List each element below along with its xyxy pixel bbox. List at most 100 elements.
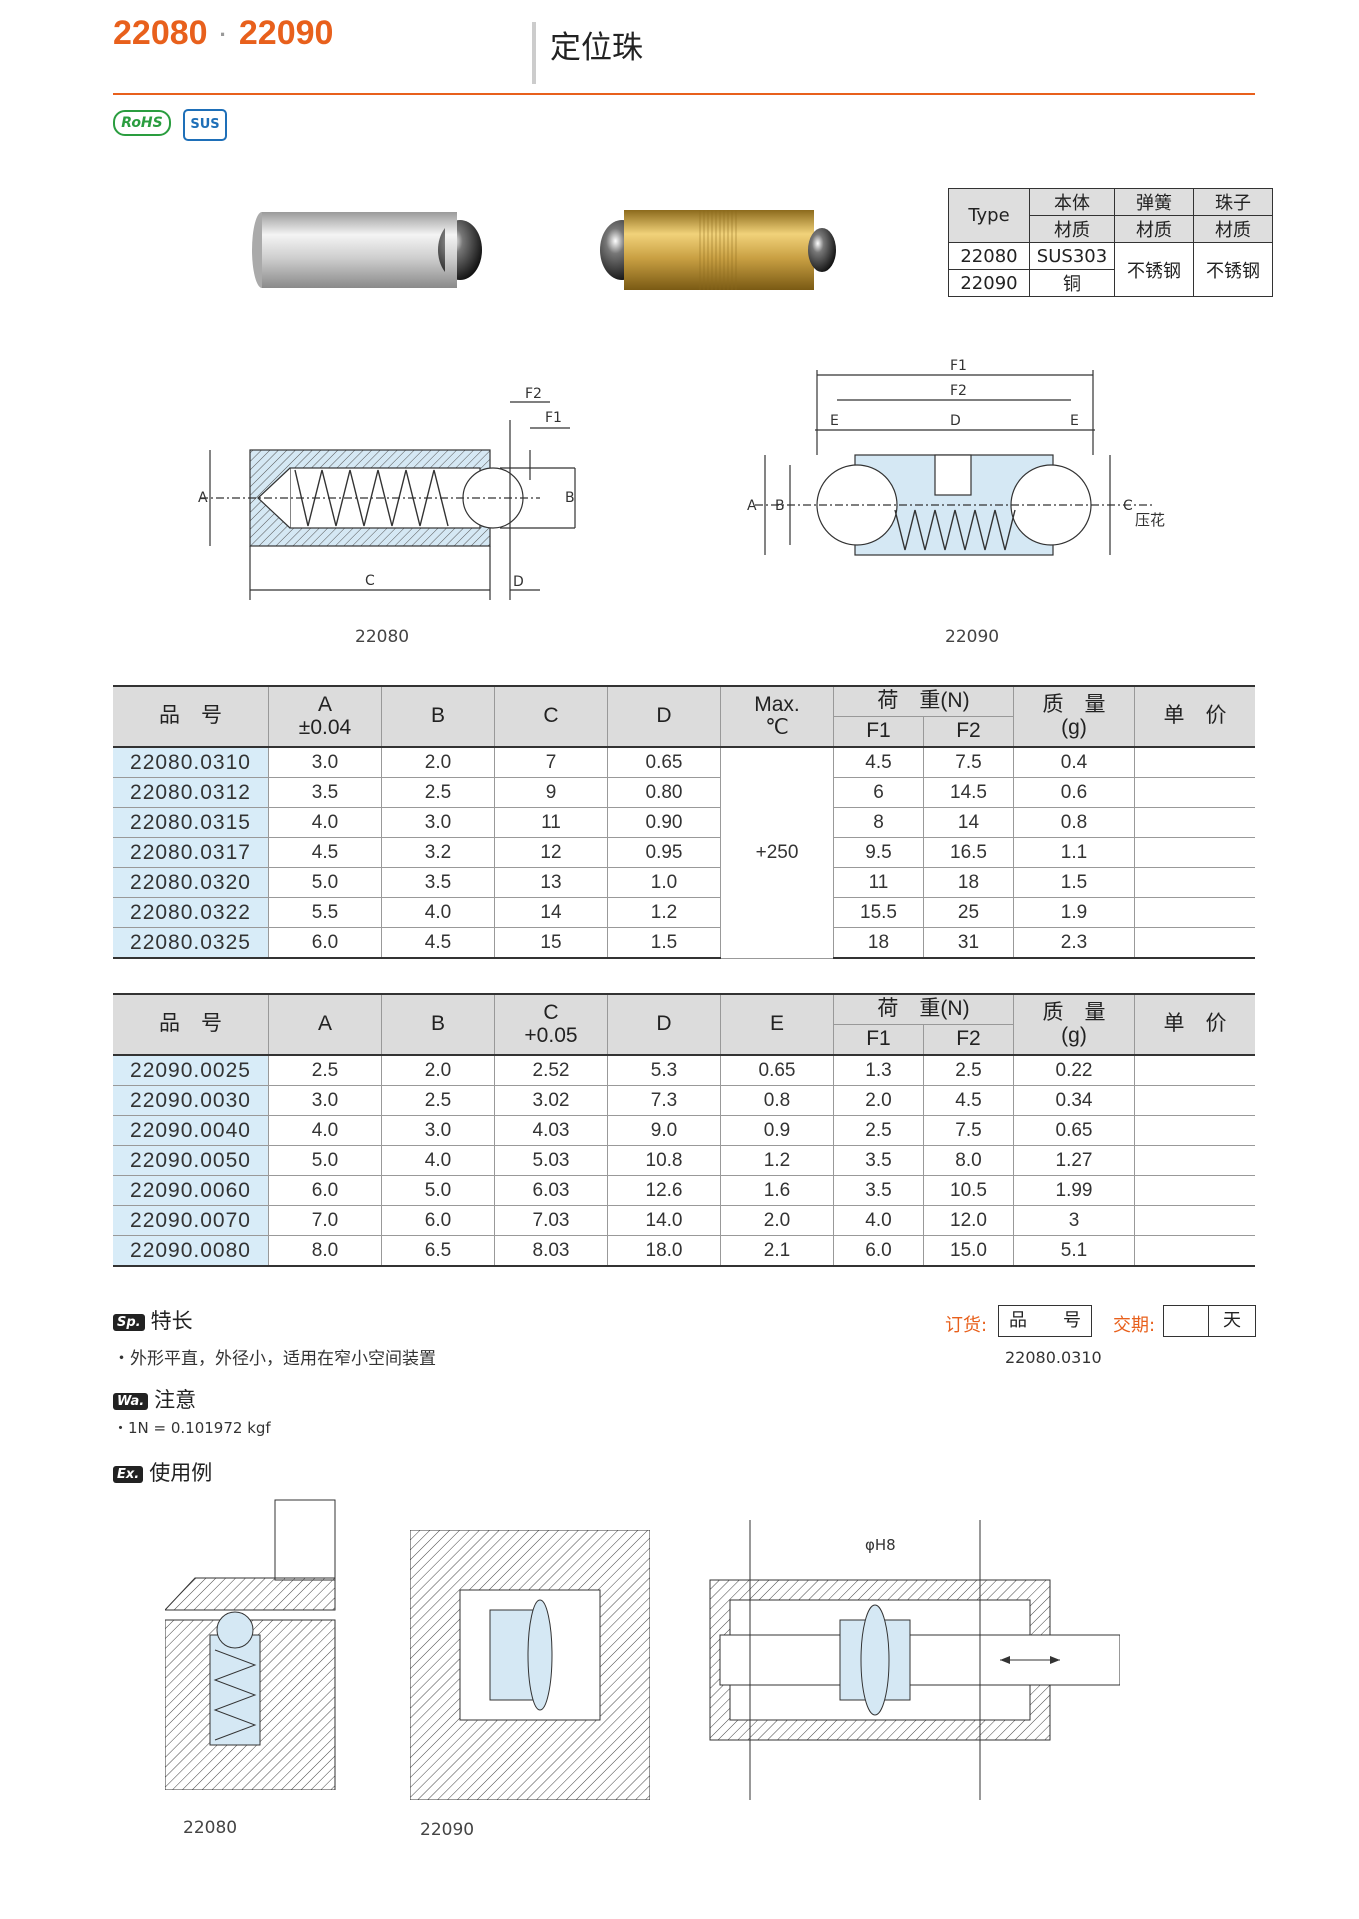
F1-cell: 3.5: [833, 1175, 924, 1206]
code-a: 22080: [113, 14, 208, 52]
B-cell: 5.0: [381, 1175, 495, 1206]
D-cell: 0.65: [607, 746, 721, 778]
price-cell[interactable]: [1134, 807, 1255, 838]
col-code-header: 品 号: [113, 685, 269, 748]
m-cell: 2.3: [1013, 927, 1135, 959]
m-cell: 1.27: [1013, 1145, 1135, 1176]
col-f2-header: F2: [923, 716, 1014, 748]
D-cell: 14.0: [607, 1205, 721, 1236]
code-cell: 22080.0320: [113, 867, 269, 898]
body-header-top: 本体: [1029, 188, 1115, 216]
body-material-cell: SUS303: [1029, 242, 1115, 270]
dim-f1: F1: [950, 358, 967, 374]
price-cell[interactable]: [1134, 1235, 1255, 1267]
price-cell[interactable]: [1134, 1085, 1255, 1116]
C-cell: 13: [494, 867, 608, 898]
dim-d: D: [513, 574, 524, 590]
col-load-header: 荷 重(N): [833, 993, 1014, 1025]
code-cell: 22080.0315: [113, 807, 269, 838]
C-cell: 11: [494, 807, 608, 838]
col-code-header: 品 号: [113, 993, 269, 1056]
code-cell: 22090.0025: [113, 1054, 269, 1086]
delivery-input-box[interactable]: [1163, 1305, 1209, 1337]
C-cell: 9: [494, 777, 608, 808]
B-cell: 2.0: [381, 1054, 495, 1086]
B-cell: 4.0: [381, 897, 495, 928]
F1-cell: 6.0: [833, 1235, 924, 1267]
price-cell[interactable]: [1134, 1115, 1255, 1146]
F2-cell: 31: [923, 927, 1014, 959]
m-cell: 1.9: [1013, 897, 1135, 928]
price-cell[interactable]: [1134, 837, 1255, 868]
wa-badge: Wa.: [113, 1392, 149, 1410]
D-cell: 0.95: [607, 837, 721, 868]
col-b-header: B: [381, 993, 495, 1056]
ball-header-top: 珠子: [1193, 188, 1273, 216]
type-cell: 22090: [948, 269, 1030, 297]
material-table: Type 本体 弹簧 珠子 材质 材质 材质 22080 SUS303 不锈钢 …: [948, 188, 1273, 297]
m-cell: 5.1: [1013, 1235, 1135, 1267]
D-cell: 0.90: [607, 807, 721, 838]
C-cell: 7: [494, 746, 608, 778]
header-divider: [532, 22, 536, 84]
C-cell: 5.03: [494, 1145, 608, 1176]
code-b: 22090: [238, 14, 334, 52]
price-cell[interactable]: [1134, 1205, 1255, 1236]
price-cell[interactable]: [1134, 897, 1255, 928]
price-cell[interactable]: [1134, 746, 1255, 778]
price-cell[interactable]: [1134, 867, 1255, 898]
drawing-22080: A B C D F2 F1: [198, 386, 576, 600]
F1-cell: 8: [833, 807, 924, 838]
type-cell: 22080: [948, 242, 1030, 270]
delivery-days-unit: 天: [1208, 1305, 1256, 1337]
price-cell[interactable]: [1134, 1145, 1255, 1176]
dim-e-right: E: [1070, 413, 1079, 429]
spring-header-top: 弹簧: [1114, 188, 1194, 216]
B-cell: 2.0: [381, 746, 495, 778]
F2-cell: 8.0: [923, 1145, 1014, 1176]
m-cell: 0.22: [1013, 1054, 1135, 1086]
price-cell[interactable]: [1134, 1175, 1255, 1206]
drawing-caption-22080: 22080: [355, 627, 410, 647]
F1-cell: 11: [833, 867, 924, 898]
A-cell: 4.0: [268, 1115, 382, 1146]
usage-example-shaft: φH8: [709, 1520, 1120, 1800]
A-cell: 4.0: [268, 807, 382, 838]
ball-material-cell: 不锈钢: [1193, 242, 1273, 297]
F2-cell: 12.0: [923, 1205, 1014, 1236]
col-a-header: A±0.04: [268, 685, 382, 748]
notes-heading: Wa.注意: [113, 1384, 196, 1414]
code-cell: 22090.0040: [113, 1115, 269, 1146]
spec-table-22080: 品 号 A±0.04 B C D Max.℃ 荷 重(N) 质 量(g) 单 价…: [113, 685, 1255, 959]
price-cell[interactable]: [1134, 777, 1255, 808]
F2-cell: 14: [923, 807, 1014, 838]
E-cell: 2.1: [720, 1235, 834, 1267]
C-cell: 3.02: [494, 1085, 608, 1116]
knurl-label: 压花: [1135, 511, 1165, 529]
dim-b: B: [775, 498, 785, 514]
A-cell: 8.0: [268, 1235, 382, 1267]
E-cell: 1.6: [720, 1175, 834, 1206]
code-cell: 22090.0070: [113, 1205, 269, 1236]
F1-cell: 4.0: [833, 1205, 924, 1236]
F2-cell: 25: [923, 897, 1014, 928]
E-cell: 0.65: [720, 1054, 834, 1086]
A-cell: 6.0: [268, 1175, 382, 1206]
col-d-header: D: [607, 685, 721, 748]
price-cell[interactable]: [1134, 927, 1255, 959]
B-cell: 3.5: [381, 867, 495, 898]
m-cell: 3: [1013, 1205, 1135, 1236]
ball-header-bot: 材质: [1193, 215, 1273, 243]
hole-fit-label: φH8: [865, 1536, 896, 1554]
examples-heading: Ex.使用例: [113, 1457, 212, 1487]
price-cell[interactable]: [1134, 1054, 1255, 1086]
A-cell: 5.0: [268, 867, 382, 898]
C-cell: 6.03: [494, 1175, 608, 1206]
F2-cell: 2.5: [923, 1054, 1014, 1086]
